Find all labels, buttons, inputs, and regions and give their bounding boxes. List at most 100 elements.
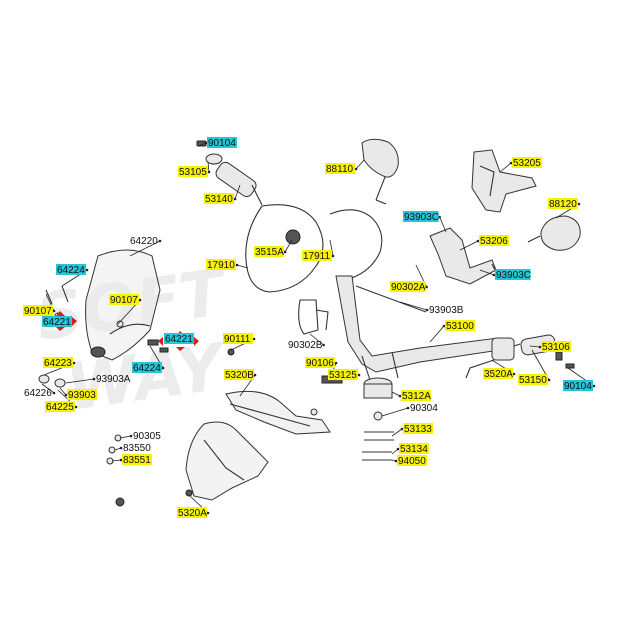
clamp-bracket-drawing	[298, 299, 329, 335]
leader-dot	[334, 361, 338, 365]
callout-highlight	[495, 269, 531, 280]
callout-53206: 53206	[479, 235, 509, 247]
leader-line	[391, 391, 401, 397]
leader-dot	[442, 324, 446, 328]
callout-5320b: 5320B	[224, 369, 254, 381]
callout-highlight	[541, 341, 571, 352]
callout-highlight	[548, 198, 578, 209]
callout-90107: 90107	[23, 305, 53, 317]
leader-dot	[158, 239, 162, 243]
marker-triangle-4	[56, 327, 65, 331]
callout-label: 90304	[410, 403, 438, 414]
callout-highlight	[305, 357, 335, 368]
callout-label: 90106	[306, 358, 334, 369]
leader-dot	[322, 343, 325, 347]
leader-dot	[119, 446, 123, 450]
marker-triangle-5	[158, 337, 163, 346]
callout-label: 93903C	[404, 212, 439, 223]
callout-5312a: 5312A	[401, 390, 431, 402]
leader-dot	[425, 308, 429, 312]
callout-label: 64224	[57, 265, 85, 276]
callout-label: 53150	[519, 375, 547, 386]
leader-dot	[283, 250, 287, 254]
callout-label: 53105	[179, 167, 207, 178]
throttle-grip-drawing	[196, 140, 263, 206]
callout-83551: 83551	[122, 454, 152, 466]
callout-label: 93903	[68, 390, 96, 401]
leader-dot	[592, 384, 596, 388]
leader-dot	[398, 394, 402, 398]
callout-53125: 53125	[328, 369, 358, 381]
callout-53133: 53133	[403, 423, 433, 435]
callout-label: 3515A	[255, 247, 284, 258]
callout-highlight	[518, 374, 548, 385]
leader-line	[59, 387, 67, 396]
leader-dot	[492, 273, 496, 277]
callout-label: 94050	[398, 456, 426, 467]
callout-93903a: 93903A	[96, 374, 131, 385]
leader-dot	[64, 393, 68, 397]
leader-line	[529, 345, 541, 348]
leader-line	[119, 435, 132, 439]
callout-label: 93903A	[96, 374, 131, 385]
leader-line	[479, 269, 495, 276]
callout-label: 90302A	[391, 282, 426, 293]
leader-dot	[509, 161, 513, 165]
leader-dot	[138, 298, 142, 302]
callout-53205: 53205	[512, 157, 542, 169]
leader-line	[41, 383, 55, 394]
callout-label: 17910	[207, 260, 235, 271]
callout-53100: 53100	[445, 320, 475, 332]
leader-dot	[235, 263, 239, 267]
callout-highlight	[328, 369, 358, 380]
leader-dot	[52, 391, 56, 395]
leader-line	[381, 407, 409, 417]
callout-label: 90107	[24, 306, 52, 317]
callout-93903c: 93903C	[403, 211, 439, 223]
callout-highlight	[43, 357, 73, 368]
callout-17911: 17911	[302, 250, 332, 262]
left-mirror-drawing	[361, 138, 399, 205]
callout-label: 64223	[44, 358, 72, 369]
callout-53150: 53150	[518, 374, 548, 386]
callout-90107: 90107	[109, 294, 139, 306]
callout-label: 83551	[123, 455, 151, 466]
callout-label: 5320B	[225, 370, 254, 381]
callout-64224: 64224	[56, 264, 86, 276]
leader-line	[329, 239, 334, 257]
leader-dot	[512, 372, 516, 376]
callout-90305: 90305	[133, 431, 161, 442]
callout-label: 53100	[446, 321, 474, 332]
throttle-cables-drawing	[245, 204, 383, 293]
callout-label: 88120	[549, 199, 577, 210]
callout-highlight	[390, 281, 426, 292]
leader-line	[111, 459, 122, 462]
leader-dot	[357, 373, 361, 377]
leader-dot	[207, 170, 211, 174]
callout-label: 53106	[542, 342, 570, 353]
marker-triangle-8	[176, 347, 185, 351]
marker-triangle-6	[194, 337, 199, 346]
leader-dot	[331, 254, 335, 258]
callout-highlight	[483, 368, 513, 379]
callout-label: 3520A	[484, 369, 513, 380]
leader-line	[499, 162, 512, 173]
leader-line	[129, 240, 161, 257]
leader-dot	[425, 285, 428, 289]
callout-label: 93903B	[429, 305, 464, 316]
leader-line	[236, 264, 249, 269]
callout-label: 5320A	[178, 508, 207, 519]
callout-94050: 94050	[397, 455, 427, 467]
leader-dot	[119, 458, 123, 462]
callout-53106: 53106	[541, 341, 571, 353]
callout-label: 90305	[133, 431, 161, 442]
leader-line	[234, 184, 241, 200]
callout-label: 64224	[133, 363, 161, 374]
callout-label: 90104	[208, 138, 236, 149]
leader-dot	[206, 511, 210, 515]
callout-64224: 64224	[132, 362, 162, 374]
leader-dot	[72, 361, 76, 365]
callout-93903b: 93903B	[429, 305, 464, 316]
callout-90302b: 90302B	[288, 340, 323, 351]
callout-64221: 64221	[164, 333, 194, 345]
